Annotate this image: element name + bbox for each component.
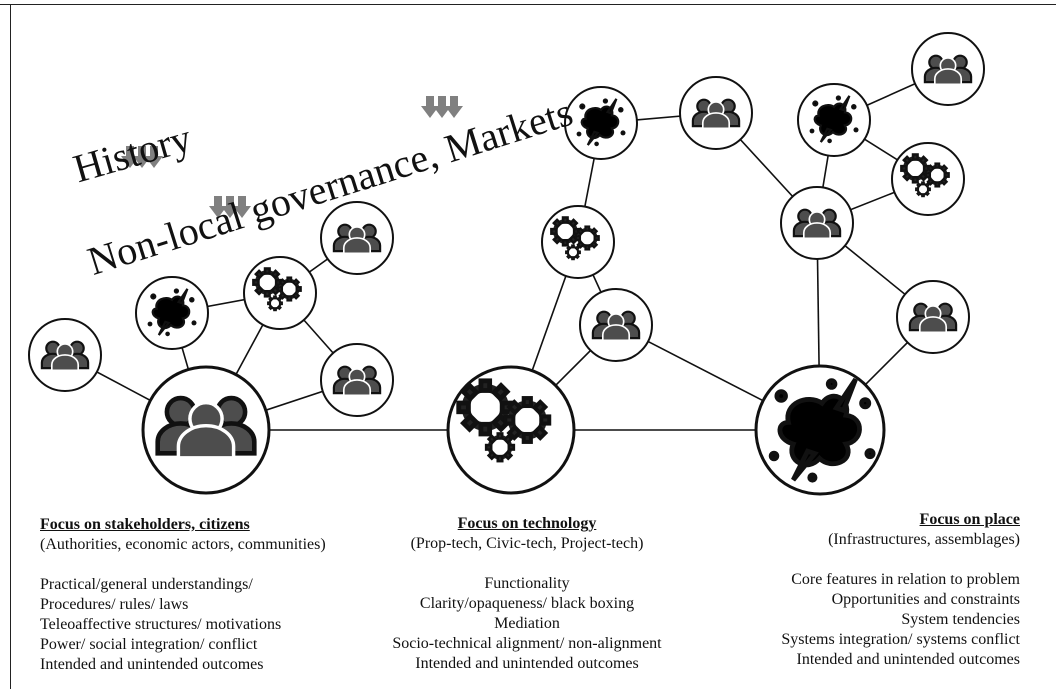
- technology-column: Focus on technology (Prop-tech, Civic-te…: [392, 514, 662, 674]
- people-icon: [792, 208, 842, 240]
- people-icon: [40, 340, 90, 372]
- place-heading: Focus on place: [919, 511, 1020, 528]
- people-icon: [691, 98, 741, 130]
- stakeholders-item: Practical/general understandings/: [40, 576, 253, 593]
- people-icon: [908, 302, 958, 334]
- people-icon: [158, 398, 255, 458]
- place-item: Systems integration/ systems conflict: [781, 631, 1020, 648]
- stakeholders-item: Teleoaffective structures/ motivations: [40, 616, 282, 633]
- node-place-large: [754, 364, 886, 496]
- place-item: Intended and unintended outcomes: [796, 651, 1021, 668]
- stakeholders-column: Focus on stakeholders, citizens (Authori…: [40, 515, 326, 675]
- node-people: [911, 32, 985, 106]
- node-gears: [541, 205, 615, 279]
- technology-item: Clarity/opaqueness/ black boxing: [419, 595, 635, 612]
- stakeholders-item: Intended and unintended outcomes: [40, 656, 264, 673]
- node-people: [780, 186, 854, 260]
- technology-subtitle: (Prop-tech, Civic-tech, Project-tech): [410, 535, 644, 552]
- node-gears: [243, 256, 317, 330]
- node-people: [320, 201, 394, 275]
- stakeholders-subtitle: (Authorities, economic actors, communiti…: [40, 536, 326, 553]
- place-item: Opportunities and constraints: [831, 591, 1020, 608]
- place-column: Focus on place (Infrastructures, assembl…: [781, 510, 1020, 670]
- node-people: [28, 318, 102, 392]
- node-people: [579, 288, 653, 362]
- people-icon: [332, 365, 382, 397]
- stakeholders-item: Procedures/ rules/ laws: [40, 596, 189, 613]
- technology-item: Intended and unintended outcomes: [415, 655, 639, 672]
- node-people: [679, 76, 753, 150]
- node-people: [320, 343, 394, 417]
- technology-item: Mediation: [494, 615, 560, 632]
- place-subtitle: (Infrastructures, assemblages): [828, 531, 1020, 548]
- frame-top-border: [0, 4, 1056, 5]
- technology-item: Functionality: [484, 575, 570, 592]
- node-splat: [135, 276, 209, 350]
- people-icon: [332, 223, 382, 255]
- stakeholders-item: Power/ social integration/ conflict: [40, 636, 258, 653]
- technology-item: Socio-technical alignment/ non-alignment: [392, 635, 662, 652]
- frame-left-border: [10, 4, 11, 689]
- stakeholders-heading: Focus on stakeholders, citizens: [40, 516, 250, 533]
- technology-heading: Focus on technology: [457, 515, 597, 532]
- place-item: Core features in relation to problem: [791, 571, 1020, 588]
- node-people: [896, 280, 970, 354]
- node-splat: [797, 83, 871, 157]
- down-arrows-icon: [421, 96, 463, 118]
- people-icon: [591, 310, 641, 342]
- people-icon: [923, 54, 973, 86]
- place-item: System tendencies: [901, 611, 1020, 628]
- node-splat: [564, 86, 638, 160]
- node-stakeholders-large: [141, 365, 271, 495]
- node-gears: [891, 142, 965, 216]
- node-technology-large: [446, 365, 576, 495]
